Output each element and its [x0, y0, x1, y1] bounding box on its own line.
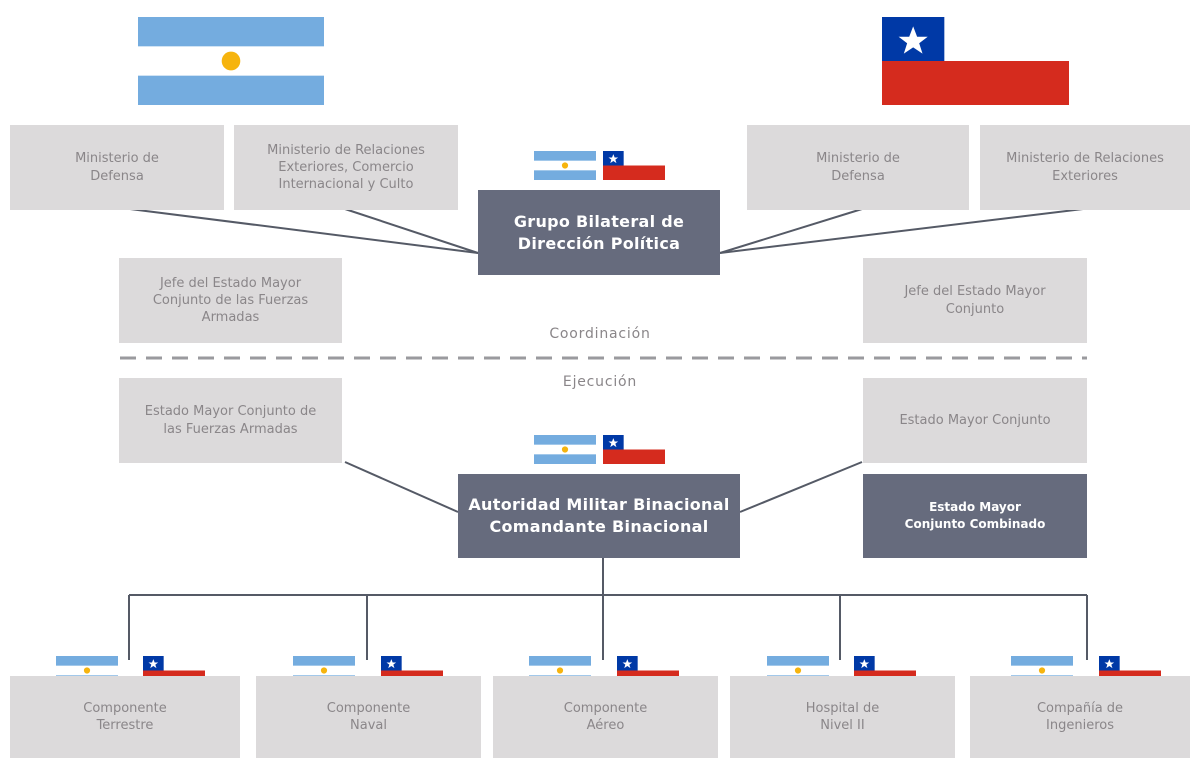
connector-line	[739, 461, 863, 513]
flag-argentina-icon	[534, 435, 596, 464]
coordinacion-label: Coordinación	[549, 326, 651, 342]
flag-chile-icon	[603, 151, 665, 180]
ministerio-relaciones-exteriores-argentina: Ministerio de Relaciones Exteriores, Com…	[234, 125, 458, 210]
connector-line	[344, 208, 479, 254]
flag-argentina-icon	[138, 17, 324, 105]
estado-mayor-conjunto-chile: Estado Mayor Conjunto	[863, 378, 1087, 463]
grupo-bilateral-box: Grupo Bilateral de Dirección Política	[478, 190, 720, 275]
jefe-estado-mayor-chile: Jefe del Estado Mayor Conjunto	[863, 258, 1087, 343]
ministerio-defensa-argentina: Ministerio de Defensa	[10, 125, 224, 210]
flag-argentina-icon	[534, 151, 596, 180]
autoridad-militar-binacional-box: Autoridad Militar Binacional Comandante …	[458, 474, 740, 558]
componente-aereo-box: Componente Aéreo	[493, 676, 718, 758]
jefe-estado-mayor-argentina: Jefe del Estado Mayor Conjunto de las Fu…	[119, 258, 342, 343]
componente-naval-box: Componente Naval	[256, 676, 481, 758]
ministerio-defensa-chile: Ministerio de Defensa	[747, 125, 969, 210]
flag-chile-icon	[603, 435, 665, 464]
flag-chile-icon	[882, 17, 1069, 105]
connector-line	[344, 461, 459, 513]
connector-line	[719, 208, 1084, 254]
hospital-nivel-ii-box: Hospital de Nivel II	[730, 676, 955, 758]
connector-line	[719, 208, 863, 254]
connector-line	[129, 208, 479, 254]
estado-mayor-conjunto-argentina: Estado Mayor Conjunto de las Fuerzas Arm…	[119, 378, 342, 463]
ministerio-relaciones-exteriores-chile: Ministerio de Relaciones Exteriores	[980, 125, 1190, 210]
compania-ingenieros-box: Compañía de Ingenieros	[970, 676, 1190, 758]
ejecucion-label: Ejecución	[562, 374, 638, 390]
componente-terrestre-box: Componente Terrestre	[10, 676, 240, 758]
estado-mayor-conjunto-combinado-box: Estado Mayor Conjunto Combinado	[863, 474, 1087, 558]
